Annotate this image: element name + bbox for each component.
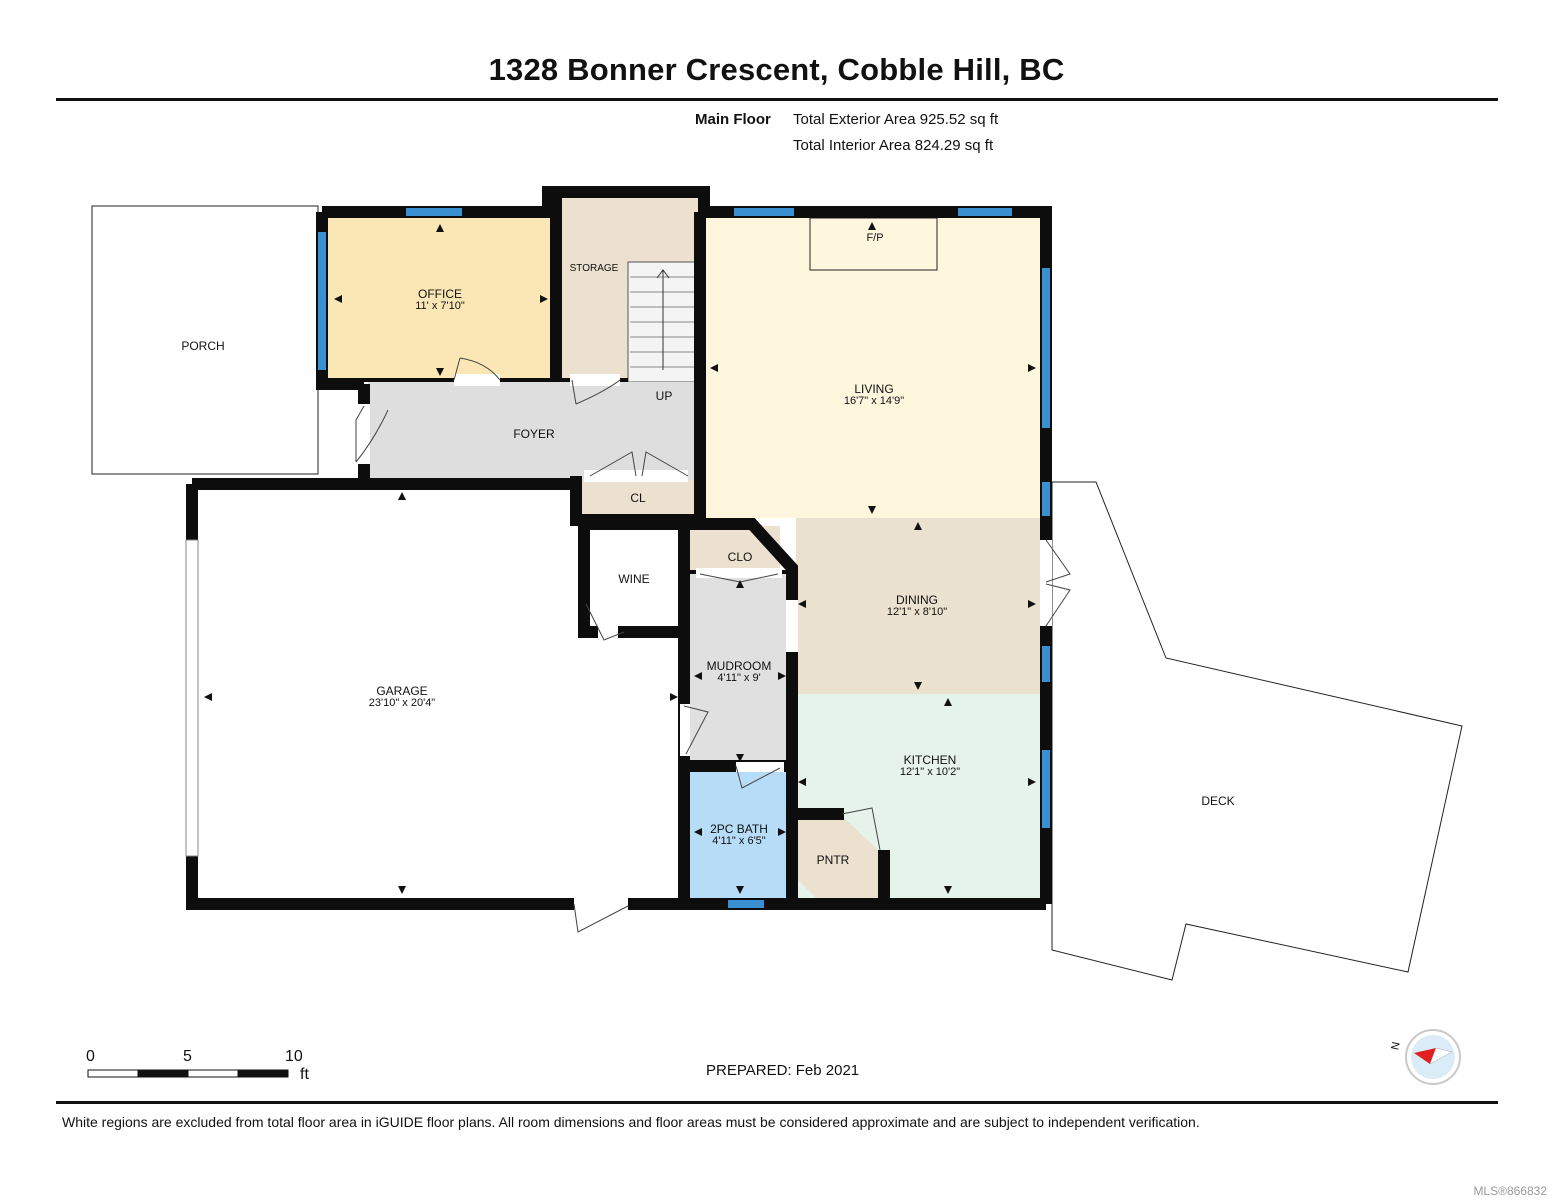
room-dims-dining: 12'1" x 8'10" bbox=[886, 606, 948, 618]
pntr-fill bbox=[796, 816, 880, 898]
room-label-deck: DECK bbox=[1201, 794, 1235, 808]
windows bbox=[318, 208, 1050, 908]
mls-watermark: MLS®866832 bbox=[1473, 1184, 1547, 1198]
dining-fill bbox=[796, 518, 1040, 694]
room-label-living: LIVING bbox=[854, 382, 894, 396]
prepared-date: PREPARED: Feb 2021 bbox=[706, 1062, 860, 1079]
doors bbox=[355, 357, 1071, 933]
cl-fill bbox=[578, 480, 698, 516]
office-fill bbox=[328, 218, 552, 378]
compass-rose bbox=[1405, 1029, 1461, 1085]
exterior-area: Total Exterior Area 925.52 sq ft bbox=[793, 111, 999, 128]
room-label-garage: GARAGE bbox=[376, 684, 428, 698]
living-fill bbox=[706, 218, 1040, 518]
interior-area: Total Interior Area 824.29 sq ft bbox=[793, 137, 994, 154]
room-dims-living: 16'7" x 14'9" bbox=[843, 395, 905, 407]
room-label-wine: WINE bbox=[618, 572, 650, 586]
footer-divider bbox=[56, 1101, 1498, 1104]
room-label-cl: CL bbox=[630, 491, 646, 505]
stairs-up-label: UP bbox=[655, 389, 673, 403]
room-dims-kitchen: 12'1" x 10'2" bbox=[899, 766, 961, 778]
room-dims-office: 11' x 7'10" bbox=[415, 300, 465, 312]
floor-label: Main Floor bbox=[695, 111, 771, 128]
room-label-office: OFFICE bbox=[418, 287, 462, 301]
room-label-clo: CLO bbox=[727, 550, 753, 564]
room-label-pntr: PNTR bbox=[816, 853, 850, 867]
room-label-bath: 2PC BATH bbox=[710, 822, 768, 836]
mudroom-fill bbox=[690, 574, 790, 766]
room-label-dining: DINING bbox=[896, 593, 938, 607]
room-dims-mudroom: 4'11" x 9' bbox=[717, 672, 761, 684]
porch-outline bbox=[91, 205, 319, 475]
dimension-arrows bbox=[204, 222, 1036, 894]
room-dims-bath: 4'11" x 6'5" bbox=[712, 835, 766, 847]
page-title: 1328 Bonner Crescent, Cobble Hill, BC bbox=[488, 52, 1065, 87]
bath-fill bbox=[690, 770, 790, 898]
scale-bar bbox=[87, 1069, 289, 1078]
disclaimer-text: White regions are excluded from total fl… bbox=[62, 1114, 1200, 1130]
room-label-storage: STORAGE bbox=[569, 263, 619, 274]
room-label-mudroom: MUDROOM bbox=[706, 659, 772, 673]
foyer-fill bbox=[368, 382, 706, 482]
room-label-foyer: FOYER bbox=[513, 427, 555, 441]
scale-tick-10: 10 bbox=[285, 1048, 303, 1065]
stair-treads bbox=[630, 269, 696, 370]
scale-tick-5: 5 bbox=[183, 1048, 192, 1065]
room-dims-garage: 23'10" x 20'4" bbox=[368, 697, 436, 709]
deck-outline bbox=[1051, 481, 1463, 981]
room-label-kitchen: KITCHEN bbox=[903, 753, 957, 767]
header-divider bbox=[56, 98, 1498, 101]
garage-door bbox=[185, 539, 199, 857]
scale-tick-0: 0 bbox=[86, 1048, 95, 1065]
room-label-porch: PORCH bbox=[181, 339, 225, 353]
fireplace-label: F/P bbox=[866, 232, 884, 244]
scale-unit: ft bbox=[300, 1066, 309, 1083]
